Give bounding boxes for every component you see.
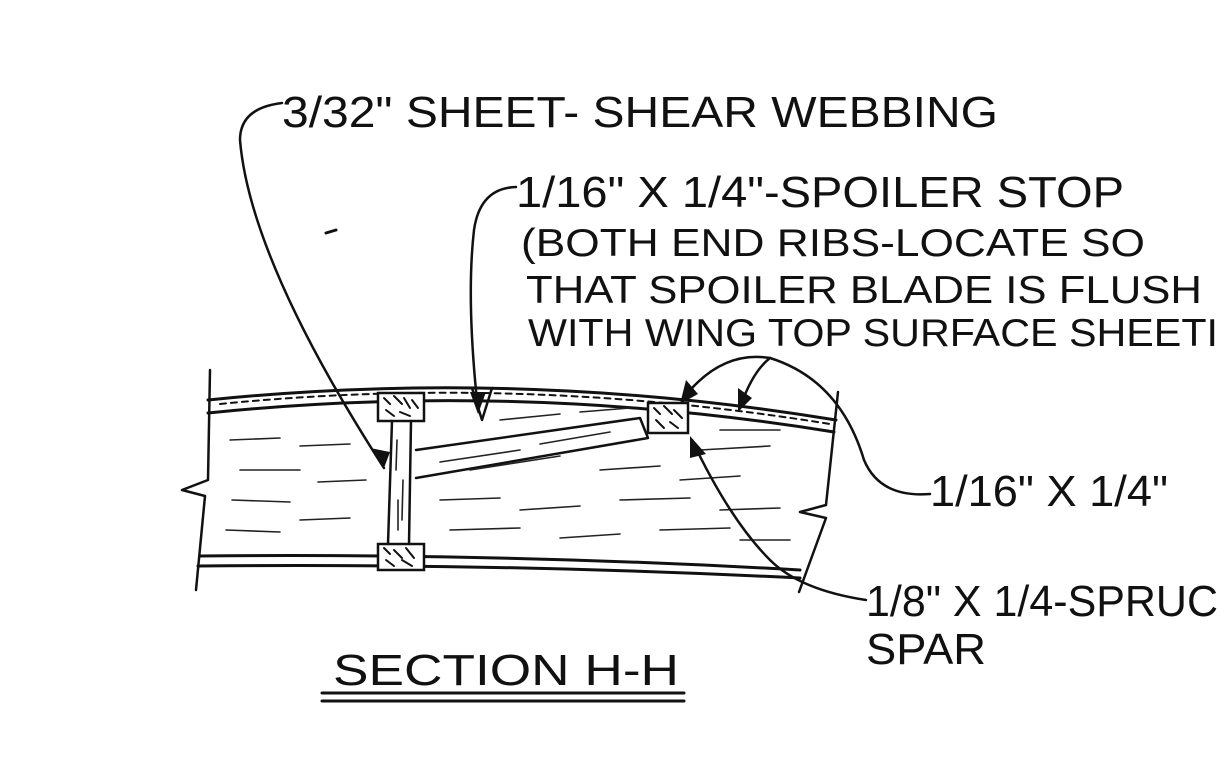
right-break-line [797,390,840,594]
bottom-sheeting-upper [198,554,802,572]
shear-webbing-arrowhead [370,448,390,468]
spoiler-blade-grain [439,431,611,471]
spar-cap-top [376,391,426,423]
spoiler-stop-label-line-4: WITH WING TOP SURFACE SHEETI [528,312,1218,355]
spoiler-stop-label-line-1: 1/16" X 1/4"-SPOILER STOP [516,168,1124,217]
strip-size-label: 1/16" X 1/4" [930,467,1168,516]
spoiler-stop-label-line-2: (BOTH END RIBS-LOCATE SO [521,222,1145,265]
spoiler-stop-arrowhead [470,392,486,414]
spoiler-blade [414,416,650,480]
section-title-underline [320,691,686,703]
spoiler-stop-label-line-3: THAT SPOILER BLADE IS FLUSH [526,269,1202,312]
spar-label-line-2: SPAR [866,625,986,674]
left-break-line [180,368,212,592]
bottom-sheeting-lower [196,564,802,580]
stray-mark [324,228,338,235]
shear-web-grain [395,439,404,531]
strip-leader-1 [680,355,932,496]
shear-webbing-label: 3/32" SHEET- SHEAR WEBBING [282,88,998,137]
shear-webbing-leader [238,101,386,470]
shear-web [386,419,413,546]
spar-leader [690,438,868,602]
wing-section [180,368,840,594]
leader-lines [238,101,932,602]
spar-label-line-1: 1/8" X 1/4-SPRUC [866,577,1218,626]
spoiler-stop-leader [469,185,518,412]
strip-arrowhead-1 [680,380,698,404]
section-title: SECTION H-H [333,646,679,695]
rib-grain [225,407,791,541]
strip-arrowhead-2 [738,388,752,412]
spar-arrowhead [690,436,706,458]
top-sheeting-lower [206,399,836,434]
top-sheeting-grain [219,391,831,425]
spar-cap-bottom [376,542,426,572]
top-sheeting-upper [206,386,838,422]
spoiler-stop-block [646,401,690,435]
